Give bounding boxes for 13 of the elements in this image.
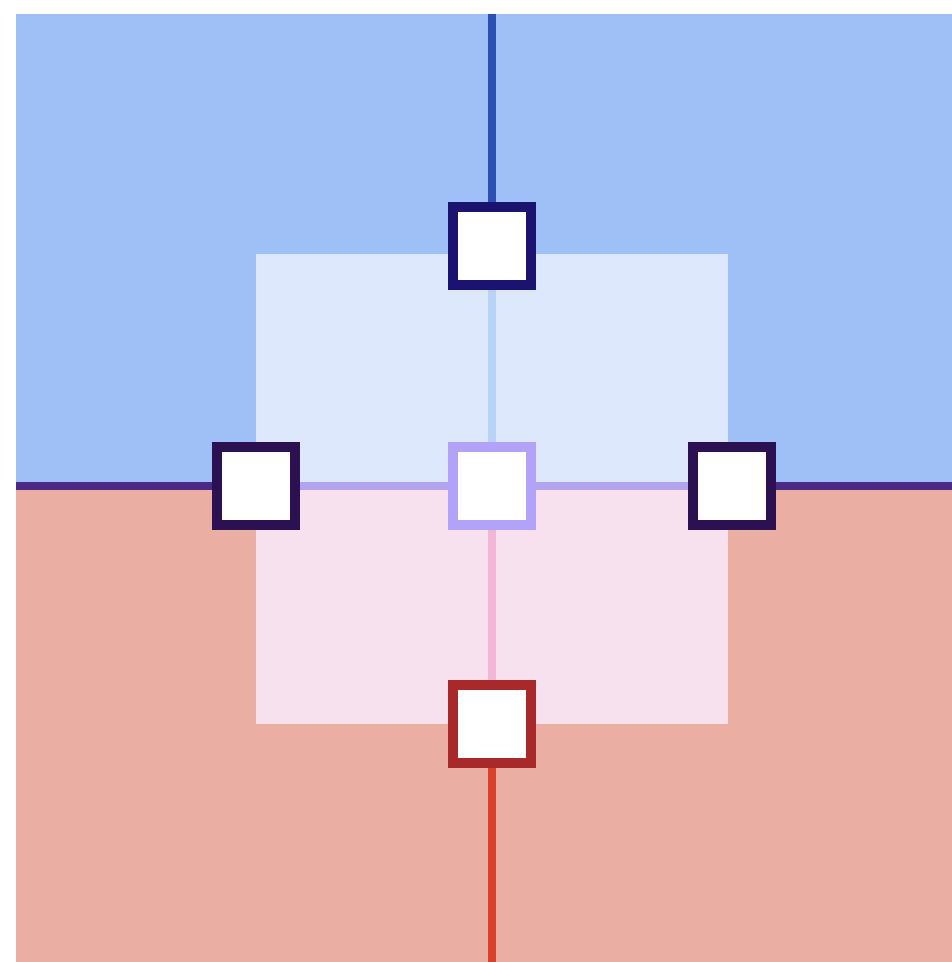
- connector-line: [488, 14, 496, 202]
- handle-square: [212, 442, 300, 530]
- handle-square: [448, 202, 536, 290]
- connector-line: [488, 768, 496, 962]
- handle-square: [448, 680, 536, 768]
- connector-line: [536, 482, 688, 490]
- connector-line: [300, 482, 448, 490]
- connector-line: [488, 530, 496, 680]
- connector-line: [776, 482, 952, 490]
- handle-square: [448, 442, 536, 530]
- handle-square: [688, 442, 776, 530]
- connector-line: [488, 290, 496, 442]
- connector-line: [16, 482, 212, 490]
